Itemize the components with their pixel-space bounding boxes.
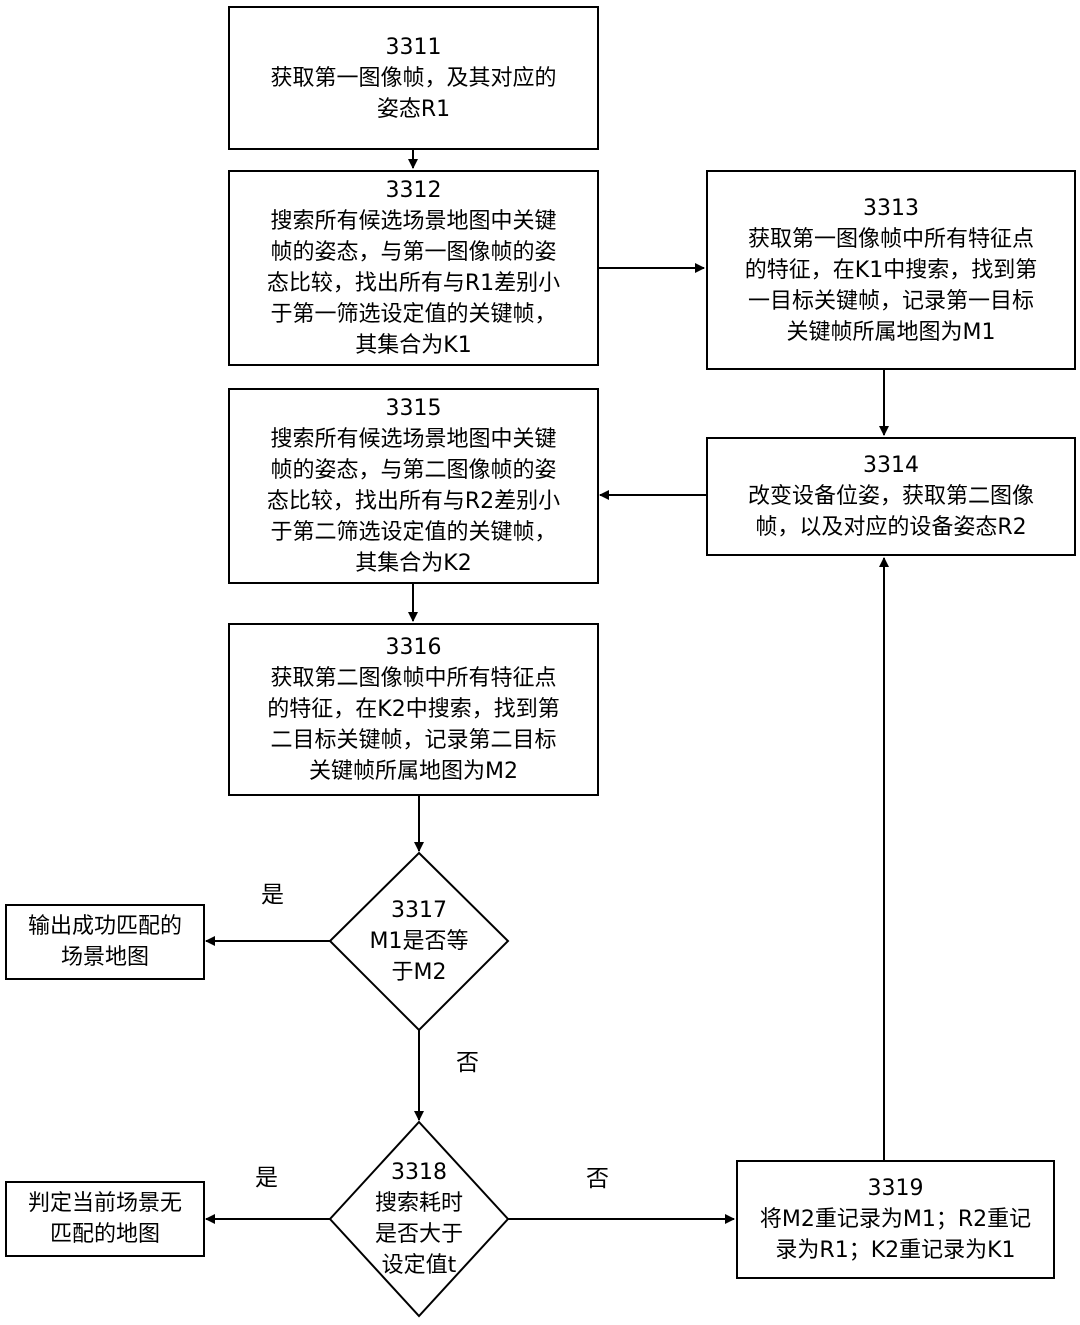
decision-3318-text: 搜索耗时 是否大于 设定值t: [374, 1191, 463, 1278]
decision-3317-label: 3317 M1是否等 于M2: [340, 895, 498, 988]
step-3314-text: 改变设备位姿，获取第二图像 帧，以及对应的设备姿态R2: [747, 484, 1034, 540]
result-success-text: 输出成功匹配的 场景地图: [27, 914, 182, 970]
step-3316-number: 3316: [385, 635, 442, 660]
result-nomatch-text: 判定当前场景无 匹配的地图: [27, 1191, 182, 1247]
decision-3317-text: M1是否等 于M2: [369, 929, 469, 985]
step-3316-text: 获取第二图像帧中所有特征点 的特征，在K2中搜索，找到第 二目标关键帧，记录第二…: [267, 666, 560, 784]
result-success-box: 输出成功匹配的 场景地图: [5, 904, 205, 980]
decision-3318-number: 3318: [391, 1160, 447, 1185]
decision-3318-label: 3318 搜索耗时 是否大于 设定值t: [340, 1157, 498, 1281]
step-3313-number: 3313: [863, 195, 919, 221]
result-nomatch-box: 判定当前场景无 匹配的地图: [5, 1181, 205, 1257]
edge-label-no-3318: 否: [586, 1166, 609, 1192]
step-3311-text: 获取第一图像帧，及其对应的 姿态R1: [270, 65, 557, 122]
step-3315-box: 3315 搜索所有候选场景地图中关键 帧的姿态，与第二图像帧的姿 态比较，找出所…: [228, 388, 599, 584]
step-3312-box: 3312 搜索所有候选场景地图中关键 帧的姿态，与第一图像帧的姿 态比较，找出所…: [228, 170, 599, 366]
step-3311-box: 3311 获取第一图像帧，及其对应的 姿态R1: [228, 6, 599, 150]
step-3314-number: 3314: [863, 453, 919, 478]
step-3319-box: 3319 将M2重记录为M1；R2重记 录为R1；K2重记录为K1: [736, 1160, 1055, 1279]
step-3319-text: 将M2重记录为M1；R2重记 录为R1；K2重记录为K1: [759, 1207, 1032, 1263]
step-3315-text: 搜索所有候选场景地图中关键 帧的姿态，与第二图像帧的姿 态比较，找出所有与R2差…: [266, 427, 561, 576]
decision-3318-shape: [328, 1120, 510, 1318]
step-3313-text: 获取第一图像帧中所有特征点 的特征，在K1中搜索，找到第 一目标关键帧，记录第一…: [744, 226, 1038, 345]
edge-label-yes-3317: 是: [261, 882, 284, 908]
edge-label-yes-3318: 是: [255, 1165, 278, 1191]
step-3311-number: 3311: [385, 34, 442, 60]
step-3312-text: 搜索所有候选场景地图中关键 帧的姿态，与第一图像帧的姿 态比较，找出所有与R1差…: [266, 209, 561, 358]
step-3314-box: 3314 改变设备位姿，获取第二图像 帧，以及对应的设备姿态R2: [706, 437, 1076, 556]
step-3319-number: 3319: [867, 1176, 924, 1201]
step-3312-number: 3312: [385, 178, 442, 203]
step-3316-box: 3316 获取第二图像帧中所有特征点 的特征，在K2中搜索，找到第 二目标关键帧…: [228, 623, 599, 796]
decision-3317-number: 3317: [391, 898, 447, 923]
step-3313-box: 3313 获取第一图像帧中所有特征点 的特征，在K1中搜索，找到第 一目标关键帧…: [706, 170, 1076, 370]
step-3315-number: 3315: [385, 396, 442, 421]
edge-label-no-3317: 否: [456, 1050, 479, 1076]
